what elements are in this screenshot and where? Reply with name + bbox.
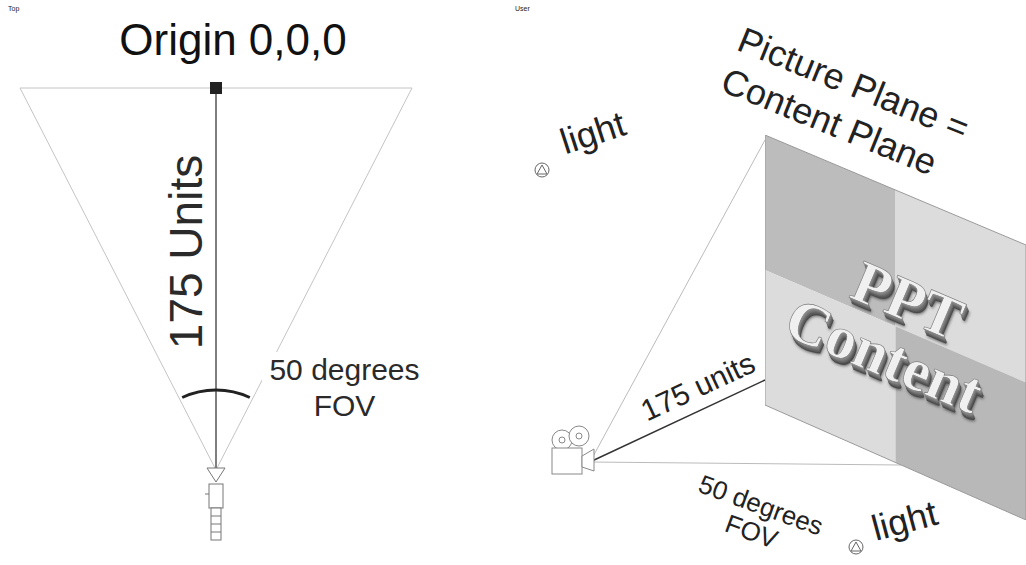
- plane-outline: [765, 135, 1026, 520]
- frustum-line: [20, 88, 216, 470]
- camera-icon: [211, 516, 221, 517]
- origin-marker: [210, 82, 222, 94]
- heading-label: Origin 0,0,0: [119, 18, 346, 62]
- light-label: light: [556, 106, 630, 161]
- light-icon: [535, 163, 549, 177]
- frustum-line: [590, 462, 901, 465]
- camera-icon: [576, 433, 582, 439]
- light-label: light: [868, 495, 941, 547]
- distance-line: [215, 94, 217, 470]
- light-icon: [849, 540, 863, 554]
- camera-icon: [552, 448, 582, 474]
- picture-plane: PPT Content: [765, 135, 1026, 520]
- view-label: User: [515, 5, 530, 12]
- camera-icon: [209, 484, 223, 508]
- camera-icon: [582, 449, 594, 471]
- camera-icon: [569, 426, 589, 446]
- light-icon: [851, 542, 861, 551]
- frustum-line: [590, 140, 765, 462]
- view-label: Top: [8, 5, 19, 12]
- camera-icon: [207, 468, 225, 482]
- fov-label: 50 degrees FOV: [262, 352, 427, 424]
- camera-icon: [211, 508, 221, 540]
- camera-icon: [205, 494, 209, 495]
- camera-icon: [211, 532, 221, 533]
- dimension-label: 175 Units: [163, 155, 209, 349]
- light-icon: [537, 165, 547, 174]
- plane-label: Picture Plane = Content Plane: [715, 18, 991, 198]
- dimension-label: 175 units: [636, 348, 759, 427]
- camera-icon: [211, 524, 221, 525]
- fov-arc: [182, 390, 250, 397]
- fov-label: 50 degrees FOV: [681, 468, 832, 565]
- camera-icon: [559, 437, 565, 443]
